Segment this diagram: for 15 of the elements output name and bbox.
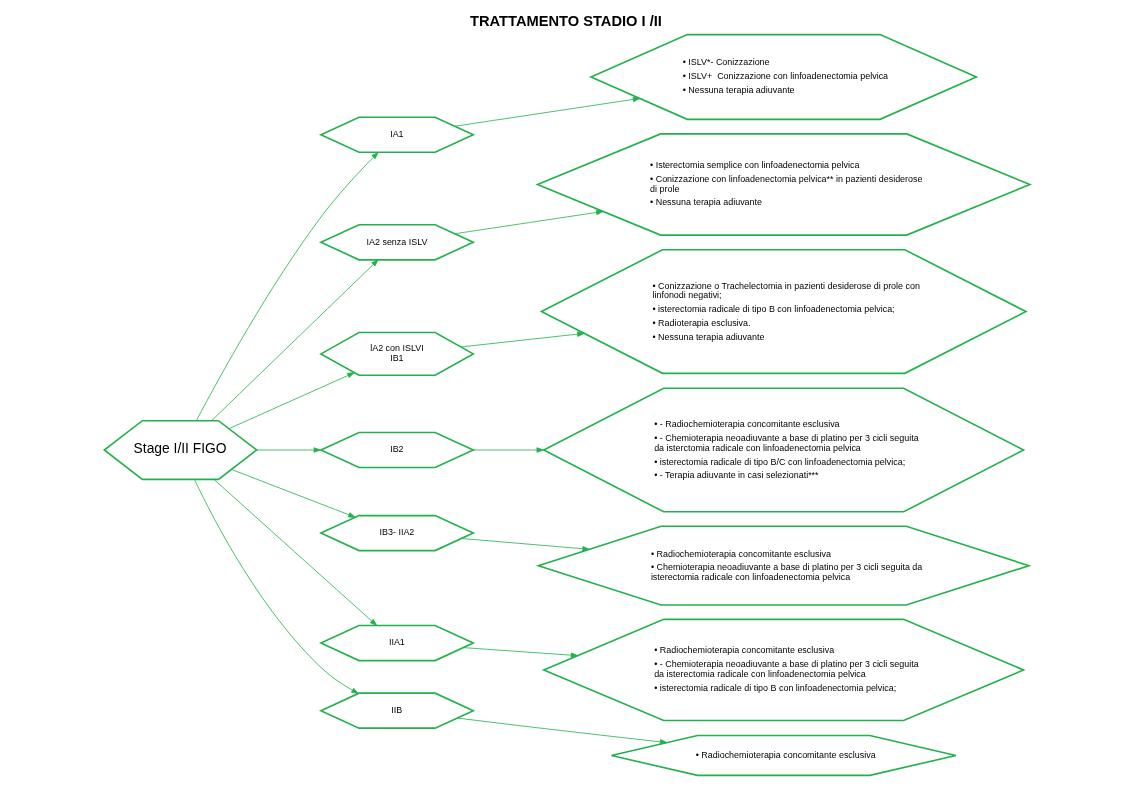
diagram-title: TRATTAMENTO STADIO I /II (469, 12, 662, 29)
arrow (456, 717, 667, 745)
arrow (460, 538, 590, 552)
arrow (472, 447, 544, 453)
arrow (453, 96, 640, 127)
arrow (230, 469, 356, 518)
arrow (195, 152, 378, 421)
arrow (460, 331, 584, 348)
arrow (193, 479, 359, 694)
arrow (210, 259, 378, 421)
arrow (255, 447, 321, 453)
arrow (453, 209, 603, 235)
arrow (228, 372, 355, 430)
arrow (462, 647, 578, 658)
arrow (213, 479, 377, 626)
